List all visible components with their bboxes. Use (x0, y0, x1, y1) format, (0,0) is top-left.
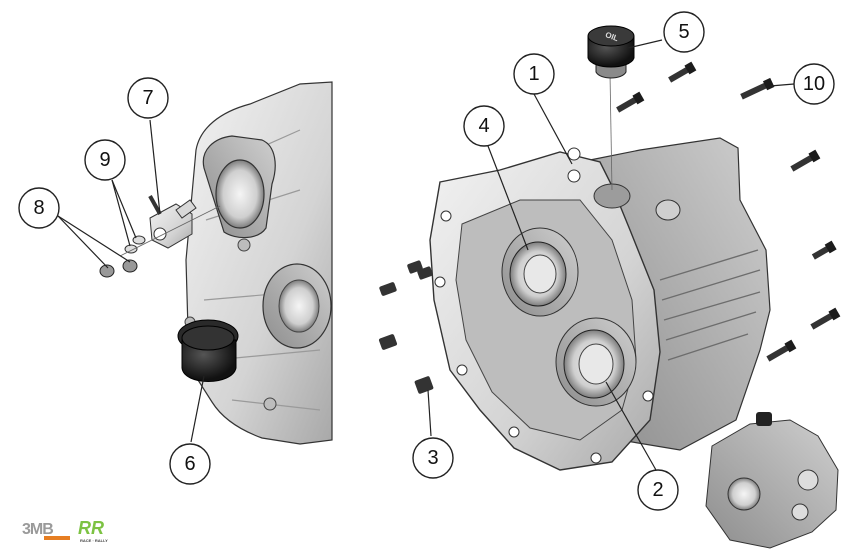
svg-text:6: 6 (184, 453, 195, 475)
callout-4: 4 (463, 105, 505, 147)
leader-line-2 (605, 381, 657, 471)
callout-1: 1 (513, 53, 555, 95)
svg-text:3MB: 3MB (22, 521, 53, 538)
callout-10: 10 (793, 63, 835, 105)
thumbnail-bearing (727, 477, 761, 511)
dowel (417, 266, 433, 280)
flange-bolt-hole (434, 276, 446, 288)
lower-bearing-inner (578, 343, 614, 385)
leader-line-9b (111, 179, 131, 247)
svg-text:RACE · RALLY: RACE · RALLY (80, 538, 108, 543)
leader-line-6 (190, 375, 205, 443)
svg-text:10: 10 (803, 73, 825, 95)
svg-text:7: 7 (142, 87, 153, 109)
callout-9: 9 (84, 139, 126, 181)
sensor-eye (153, 227, 167, 241)
bolt (790, 149, 821, 172)
left-housing-bolt-hole (263, 397, 277, 411)
flange-bolt-hole (567, 169, 581, 183)
flange-bolt-hole (642, 390, 654, 402)
sensor-axis-line (119, 205, 221, 257)
leader-line-1 (533, 93, 573, 165)
bolt (811, 240, 837, 260)
dowel-sleeves (378, 260, 434, 394)
upper-bearing-inner (523, 254, 557, 294)
svg-text:3: 3 (427, 447, 438, 469)
flange-bolt-hole (456, 364, 468, 376)
left-housing-bolt-hole (237, 238, 251, 252)
screw-head (99, 264, 115, 278)
drain-plug-top (181, 325, 235, 351)
callout-3: 3 (412, 437, 454, 479)
thumbnail-cap (756, 412, 772, 426)
flange-bolt-hole (508, 426, 520, 438)
leader-line-4 (487, 145, 529, 251)
svg-text:RR: RR (78, 518, 104, 538)
breather-boss (655, 199, 681, 221)
callouts: 1 2 3 4 5 6 7 8 (18, 11, 835, 511)
bolt (740, 77, 775, 100)
leader-line-7 (149, 119, 161, 215)
oil-cap-label: OIL (604, 30, 620, 43)
sensor-wire (148, 195, 162, 215)
bolt (810, 307, 841, 330)
oil-cap-top (587, 25, 635, 47)
speed-sensor (148, 195, 197, 249)
flange-bolt-hole (590, 452, 602, 464)
left-housing (184, 81, 333, 445)
main-housing-fins (659, 249, 761, 361)
callout-2: 2 (637, 469, 679, 511)
svg-text:2: 2 (652, 479, 663, 501)
logo-orange-bar (44, 536, 70, 540)
bolt (668, 61, 697, 83)
washer (124, 244, 138, 254)
washer (132, 235, 146, 245)
main-housing (429, 137, 771, 471)
left-housing-upper-bore (215, 159, 265, 229)
leader-line-10 (769, 83, 795, 87)
left-housing-body (185, 81, 333, 445)
thumbnail-boss (791, 503, 809, 521)
small-screws (99, 259, 138, 278)
bolt (766, 339, 797, 362)
drain-plug-body (181, 339, 237, 382)
assembled-unit-thumbnail (705, 412, 839, 549)
dowel (414, 376, 434, 394)
brand-logo-rr: RR RACE · RALLY (78, 518, 108, 543)
leader-line-8b (57, 215, 131, 263)
oil-filler-cap: OIL (587, 25, 635, 79)
oil-cap-axis-line (609, 73, 613, 191)
left-housing-middle-bore-inner (278, 279, 320, 333)
brand-logo-3mb: 3MB (22, 521, 70, 540)
leader-line-9a (111, 179, 137, 239)
flange-bolt-hole (567, 147, 581, 161)
leader-line-5 (627, 39, 663, 49)
dowel (378, 334, 398, 350)
callout-7: 7 (127, 77, 169, 119)
screw-head (122, 259, 138, 273)
bolt (616, 91, 645, 113)
flange-bolt-hole (440, 210, 452, 222)
svg-text:4: 4 (478, 115, 489, 137)
svg-text:1: 1 (528, 63, 539, 85)
callout-8: 8 (18, 187, 60, 229)
sensor-arm (175, 199, 197, 219)
leader-lines (57, 39, 795, 471)
callout-6: 6 (169, 443, 211, 485)
svg-text:9: 9 (99, 149, 110, 171)
svg-text:5: 5 (678, 21, 689, 43)
thumbnail-boss (797, 469, 819, 491)
thumbnail-body (705, 419, 839, 549)
svg-text:8: 8 (33, 197, 44, 219)
leader-line-3 (427, 389, 432, 437)
callout-5: 5 (663, 11, 705, 53)
dowel (379, 282, 397, 296)
long-bolts (616, 61, 841, 362)
drain-plug (177, 319, 239, 382)
leader-line-8a (57, 215, 109, 269)
